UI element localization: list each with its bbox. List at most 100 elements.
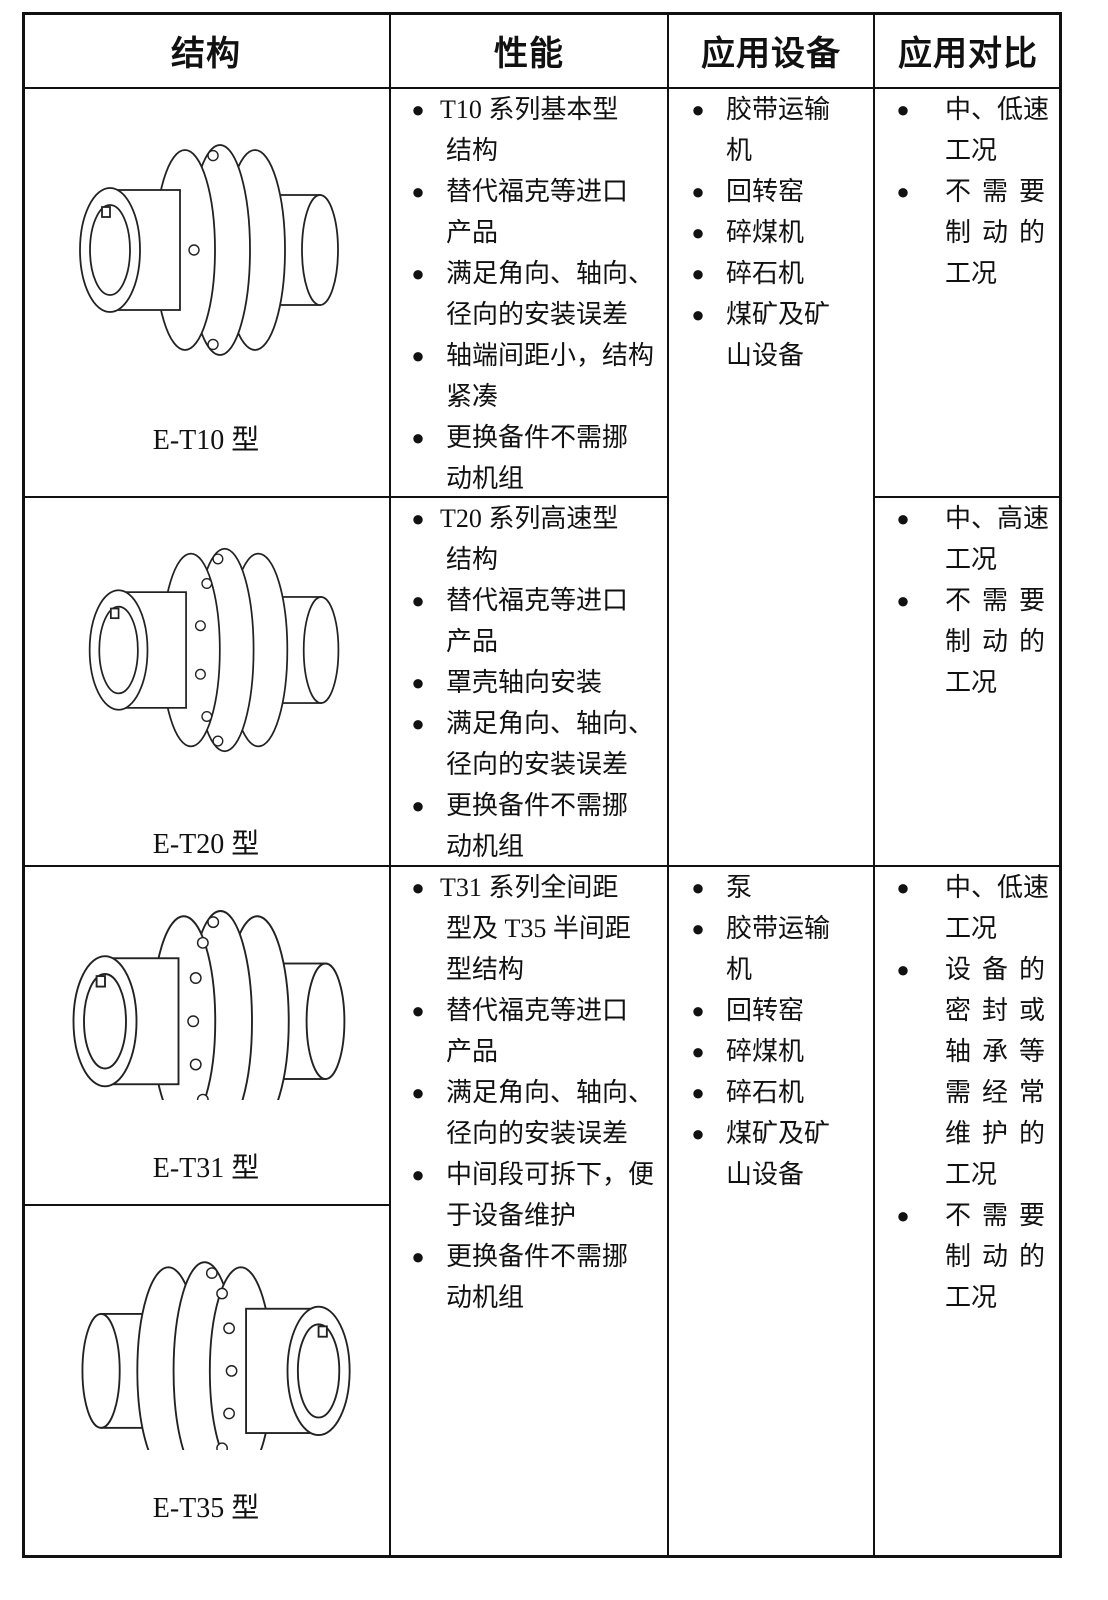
item-text-line: 不需要: [945, 586, 1045, 615]
item-text-line: 工况: [945, 668, 998, 697]
header-performance: 性能: [494, 35, 564, 73]
comparison-cell: ●中、低速工况●不需要制动的工况: [888, 89, 1050, 294]
bullet-icon: ●: [411, 588, 425, 613]
item-text-line: 更换备件不需挪: [446, 423, 629, 452]
item-text-line: 型结构: [446, 955, 525, 984]
item-text-line: 工况: [945, 259, 998, 288]
item-text-line: 制动的: [945, 1242, 1045, 1271]
coupling-image-e-t10: [79, 144, 339, 356]
bullet-icon: ●: [411, 261, 425, 286]
bullet-icon: ●: [411, 793, 425, 818]
header-structure: 结构: [171, 35, 241, 73]
performance-cell: ●T31 系列全间距型及 T35 半间距型结构●替代福克等进口产品●满足角向、轴…: [403, 867, 654, 1318]
list-item: ●满足角向、轴向、径向的安装误差: [403, 253, 654, 335]
item-text-line: 工况: [945, 1160, 998, 1189]
item-text-line: 碎石机: [726, 1078, 805, 1107]
bullet-icon: ●: [691, 998, 705, 1023]
list-item: ● 更换备件不需挪动机组: [403, 785, 654, 867]
list-item: ●更换备件不需挪动机组: [403, 1236, 654, 1318]
item-text-line: 径向的安装误差: [446, 1119, 629, 1148]
item-text-line: 煤矿及矿: [726, 1119, 831, 1148]
item-text-line: 工况: [945, 136, 998, 165]
list-item: ●满足角向、轴向、径向的安装误差: [403, 703, 654, 785]
model-label-e-t35: E-T35 型: [152, 1493, 260, 1524]
bullet-icon: ●: [691, 1039, 705, 1064]
list-item: ●替代福克等进口产品: [403, 990, 654, 1072]
list-item: ●泵: [683, 867, 830, 908]
item-text-line: 制动的: [945, 627, 1045, 656]
model-label-e-t20: E-T20 型: [152, 829, 260, 860]
list-item: ● 煤矿及矿山设备: [683, 1113, 830, 1195]
bullet-icon: ●: [411, 1162, 425, 1187]
row-divider: [22, 496, 668, 498]
item-text-line: 胶带运输: [726, 95, 831, 124]
item-text-line: T31 系列全间距: [440, 873, 619, 902]
item-text-line: 替代福克等进口: [446, 996, 629, 1025]
item-text-line: 替代福克等进口: [446, 177, 629, 206]
list-item: ● 更换备件不需挪动机组: [403, 417, 654, 499]
bullet-icon: ●: [411, 343, 425, 368]
list-item: ●胶带运输机: [683, 89, 830, 171]
item-text-line: 更换备件不需挪: [446, 1242, 629, 1271]
equipment-cell: ●泵●胶带运输机●回转窑●碎煤机●碎石机●煤矿及矿山设备: [683, 867, 830, 1195]
item-text-line: 山设备: [726, 1160, 805, 1189]
item-text-line: T20 系列高速型: [440, 504, 619, 533]
item-text-line: 型及 T35 半间距: [446, 914, 631, 943]
bullet-icon: ●: [411, 425, 425, 450]
item-text-line: 更换备件不需挪: [446, 791, 629, 820]
item-text-line: 中、低速: [945, 95, 1050, 124]
item-text-line: 轴承等: [945, 1037, 1045, 1066]
bullet-icon: ●: [691, 179, 705, 204]
item-text-line: 中、高速: [945, 504, 1050, 533]
list-item: ●T20 系列高速型结构: [403, 498, 654, 580]
bullet-icon: ●: [691, 1080, 705, 1105]
row-divider: [22, 1204, 390, 1206]
list-item: ● 碎石机: [683, 253, 830, 294]
item-text-line: T10 系列基本型: [440, 95, 619, 124]
bullet-icon: ●: [896, 179, 910, 204]
item-text-line: 动机组: [446, 1283, 525, 1312]
bullet-icon: ●: [896, 875, 910, 900]
bullet-icon: ●: [691, 261, 705, 286]
list-item: ●不需要制动的工况: [888, 1195, 1045, 1318]
item-text-line: 中、低速: [945, 873, 1050, 902]
item-text-line: 中间段可拆下，便: [446, 1160, 655, 1189]
item-text-line: 碎煤机: [726, 1037, 805, 1066]
list-item: ● 碎煤机: [683, 1031, 830, 1072]
coupling-image-e-t31: [72, 910, 346, 1100]
list-item: ●满足角向、轴向、径向的安装误差: [403, 1072, 654, 1154]
item-text-line: 工况: [945, 1283, 998, 1312]
bullet-icon: ●: [691, 1121, 705, 1146]
bullet-icon: ●: [411, 97, 425, 122]
list-item: ● 中间段可拆下，便于设备维护: [403, 1154, 654, 1236]
item-text-line: 碎石机: [726, 259, 805, 288]
item-text-line: 紧凑: [446, 382, 499, 411]
list-item: ●回转窑: [683, 990, 830, 1031]
list-item: ●不需要制动的工况: [888, 171, 1045, 294]
item-text-line: 满足角向、轴向、: [446, 1078, 655, 1107]
item-text-line: 设备的: [945, 955, 1045, 984]
list-item: ● 碎石机: [683, 1072, 830, 1113]
item-text-line: 需经常: [945, 1078, 1045, 1107]
header-equipment: 应用设备: [701, 35, 841, 73]
item-text-line: 于设备维护: [446, 1201, 577, 1230]
list-item: ●替代福克等进口产品: [403, 171, 654, 253]
list-item: ●轴端间距小，结构紧凑: [403, 335, 654, 417]
column-divider: [389, 12, 391, 1558]
column-divider: [667, 12, 669, 1558]
item-text-line: 制动的: [945, 218, 1045, 247]
bullet-icon: ●: [691, 916, 705, 941]
list-item: ●替代福克等进口产品: [403, 580, 654, 662]
bullet-icon: ●: [411, 875, 425, 900]
item-text-line: 径向的安装误差: [446, 300, 629, 329]
list-item: ●T10 系列基本型结构: [403, 89, 654, 171]
item-text-line: 工况: [945, 545, 998, 574]
item-text-line: 回转窑: [726, 177, 805, 206]
list-item: ●罩壳轴向安装: [403, 662, 654, 703]
item-text-line: 动机组: [446, 464, 525, 493]
equipment-cell: ●胶带运输机●回转窑●碎煤机●碎石机●煤矿及矿山设备: [683, 89, 830, 376]
bullet-icon: ●: [411, 998, 425, 1023]
item-text-line: 泵: [726, 873, 753, 902]
item-text-line: 动机组: [446, 832, 525, 861]
bullet-icon: ●: [896, 1203, 910, 1228]
